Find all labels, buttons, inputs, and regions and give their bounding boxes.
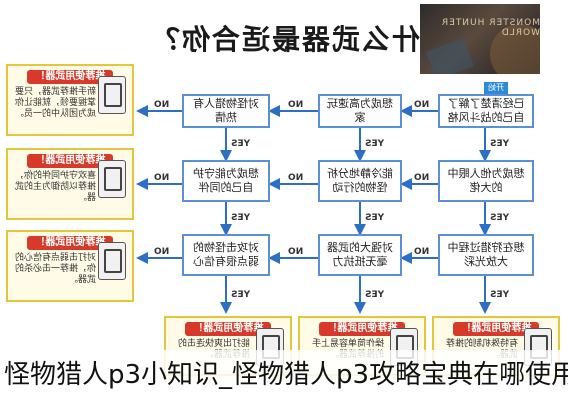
no-label: NO bbox=[414, 100, 430, 110]
recommend-card: 推荐使用武器！ 喜欢守护同伴的你，推荐以防御为主的武器。 bbox=[6, 148, 134, 220]
question-node: 能冷静地分析怪物的行动 bbox=[318, 160, 402, 202]
yes-label: YES bbox=[231, 290, 251, 300]
question-node: 想在狩猎过程中大放光彩 bbox=[438, 234, 534, 276]
no-label: NO bbox=[154, 247, 170, 257]
recommend-header: 推荐使用武器！ bbox=[184, 322, 272, 336]
no-label: NO bbox=[288, 173, 304, 183]
recommend-header: 推荐使用武器！ bbox=[318, 322, 406, 336]
no-label: NO bbox=[288, 247, 304, 257]
weapon-icon bbox=[98, 160, 126, 198]
no-label: NO bbox=[288, 100, 304, 110]
recommend-header: 推荐使用武器！ bbox=[26, 154, 114, 168]
game-banner-image: MONSTER HUNTER WORLD bbox=[420, 4, 540, 74]
yes-label: YES bbox=[365, 213, 385, 223]
recommend-text: 新手推荐武器，只要掌握要领，就能让你成为团队中的一员。 bbox=[14, 87, 96, 119]
recommend-text: 对打击弱点有信心的你，推荐一击必杀的武器。 bbox=[14, 253, 96, 285]
weapon-icon bbox=[98, 242, 126, 280]
question-node: 对怪物猎人有热情 bbox=[182, 94, 270, 128]
recommend-header: 推荐使用武器！ bbox=[26, 236, 114, 250]
weapon-icon bbox=[98, 76, 126, 114]
question-node: 对攻击怪物的弱点很有信心 bbox=[182, 234, 270, 276]
question-node: 已经清楚了解了自己的战斗风格 bbox=[438, 94, 534, 128]
no-label: NO bbox=[154, 100, 170, 110]
no-label: NO bbox=[414, 173, 430, 183]
recommend-card: 推荐使用武器！ 新手推荐武器，只要掌握要领，就能让你成为团队中的一员。 bbox=[6, 64, 134, 136]
yes-label: YES bbox=[490, 290, 510, 300]
question-node: 想成为他人眼中的大佬 bbox=[438, 160, 534, 202]
start-badge: 开始 bbox=[484, 82, 508, 94]
yes-label: YES bbox=[365, 139, 385, 149]
yes-label: YES bbox=[490, 139, 510, 149]
recommend-card: 推荐使用武器！ 对打击弱点有信心的你，推荐一击必杀的武器。 bbox=[6, 230, 134, 302]
yes-label: YES bbox=[365, 290, 385, 300]
recommend-header: 推荐使用武器！ bbox=[452, 322, 540, 336]
question-node: 想成为能守护自己的同伴 bbox=[182, 160, 270, 202]
no-label: NO bbox=[154, 173, 170, 183]
no-label: NO bbox=[414, 247, 430, 257]
recommend-text: 喜欢守护同伴的你，推荐以防御为主的武器。 bbox=[14, 171, 96, 203]
question-node: 想成为高速玩家 bbox=[318, 94, 402, 128]
recommend-header: 推荐使用武器！ bbox=[26, 70, 114, 84]
caption-overlay: 怪物猎人p3小知识_怪物猎人p3攻略宝典在哪使用 bbox=[0, 350, 568, 400]
question-node: 对强大的武器毫无抵抗力 bbox=[318, 234, 402, 276]
banner-art-shape bbox=[490, 24, 540, 74]
yes-label: YES bbox=[490, 213, 510, 223]
yes-label: YES bbox=[231, 139, 251, 149]
yes-label: YES bbox=[231, 213, 251, 223]
